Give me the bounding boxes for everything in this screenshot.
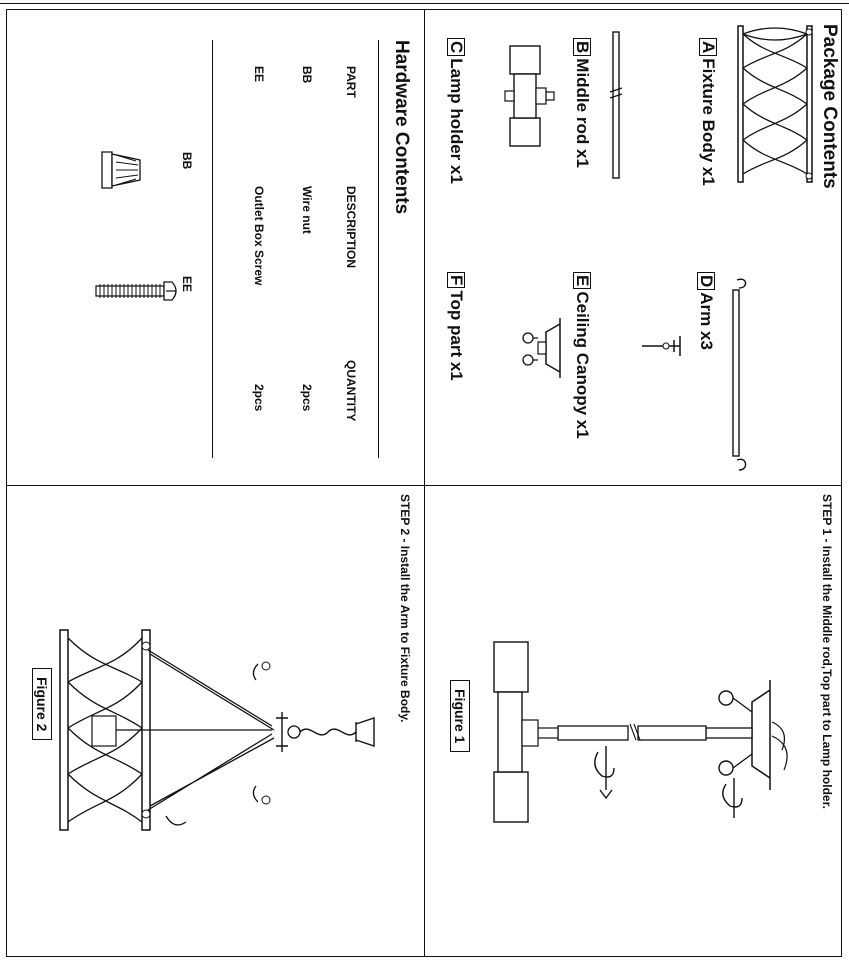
row-1-quantity: 2pcs [252,384,266,412]
ee-drawing-label: EE [180,276,194,293]
item-c-label: CLamp holder x1 [446,38,466,184]
middle-rod-drawing [609,31,623,179]
step-1-assembly-drawing [493,641,788,823]
row-1-description: Outlet Box Screw [252,186,266,286]
arm-joint-drawing [642,336,681,356]
top-rule [0,3,849,4]
ceiling-canopy-drawing [522,318,561,378]
hardware-table-top-rule [378,40,379,458]
row-1-part: EE [252,66,266,83]
item-f-label: FTop part x1 [446,272,466,381]
step-1-instruction: STEP 1 - Install the Middle rod,Top part… [820,494,834,809]
hardware-contents-heading: Hardware Contents [391,40,412,215]
outlet-box-screw-drawing [95,281,177,301]
item-e-label: ECeiling Canopy x1 [572,272,592,439]
horizontal-divider [6,485,842,486]
row-0-part: BB [300,66,314,84]
column-part: PART [344,66,358,98]
column-quantity: QUANTITY [344,360,358,422]
package-contents-heading: Package Contents [819,24,840,189]
figure-2-label: Figure 2 [32,668,52,741]
item-d-label: DArm x3 [696,272,716,350]
item-a-label: AFixture Body x1 [698,38,718,186]
column-description: DESCRIPTION [344,186,358,269]
hardware-table-bottom-rule [212,40,213,458]
bb-drawing-label: BB [180,152,194,170]
figure-1-label: Figure 1 [450,680,470,753]
vertical-divider [424,9,425,957]
wire-nut-drawing [101,151,141,189]
arm-drawing [732,278,747,471]
fixture-body-drawing [737,25,813,183]
lamp-holder-drawing [504,45,555,147]
step-2-assembly-drawing [59,629,375,831]
step-2-instruction: STEP 2 - Install the Arm to Fixture Body… [398,494,412,723]
row-0-description: Wire nut [300,186,314,234]
item-b-label: BMiddle rod x1 [572,38,592,168]
row-0-quantity: 2pcs [300,384,314,412]
